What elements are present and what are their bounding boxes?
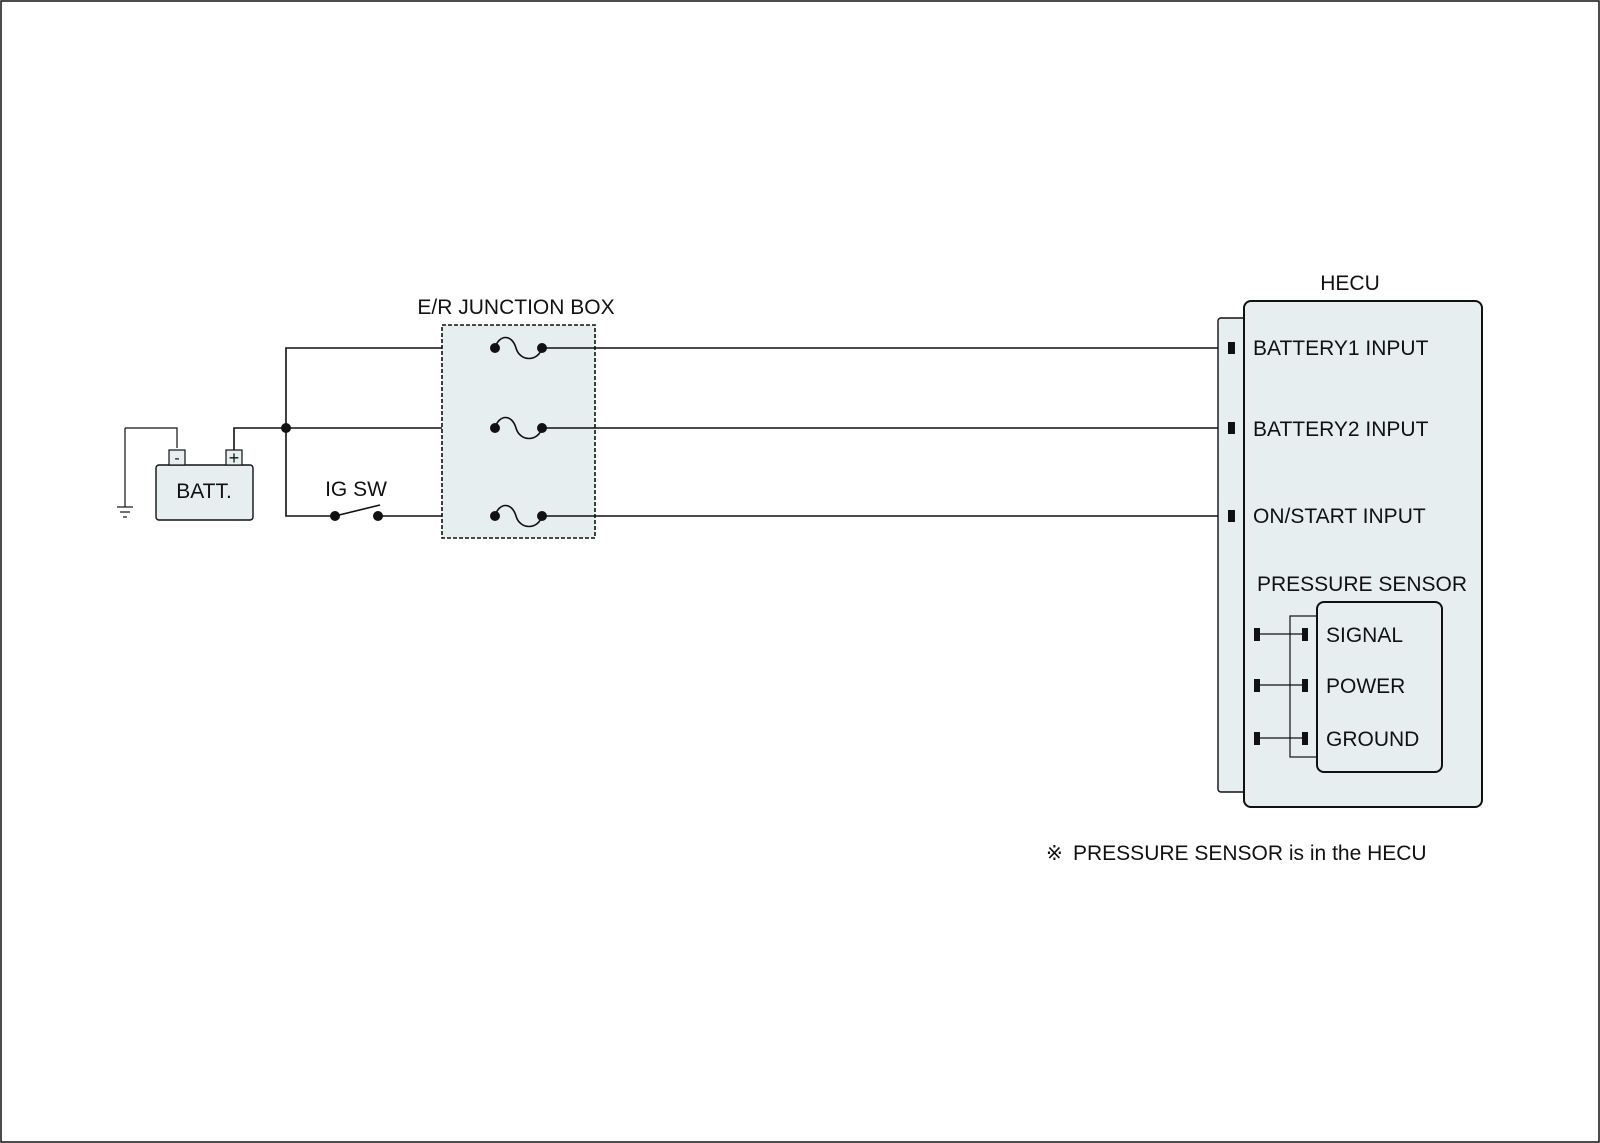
note-text: PRESSURE SENSOR is in the HECU [1073, 842, 1427, 865]
bus-wire-ignition [285, 428, 335, 517]
pressure-sensor-connector [1289, 615, 1318, 758]
pressure-sensor-pin-ground [1254, 732, 1308, 745]
ground-symbol-icon [117, 428, 133, 518]
battery-negative-terminal [168, 449, 186, 466]
pressure-sensor-label-ground: GROUND [1326, 728, 1419, 751]
junction-box-outline [441, 324, 596, 539]
battery-body [155, 464, 254, 521]
battery-negative-symbol: - [174, 450, 179, 467]
ground-wire [125, 427, 178, 448]
hecu-input-label-on-start: ON/START INPUT [1253, 505, 1426, 528]
hecu-title: HECU [1320, 272, 1380, 295]
hecu-pin-battery1 [1228, 342, 1235, 354]
hecu-input-label-battery2: BATTERY2 INPUT [1253, 418, 1429, 441]
battery-label: BATT. [176, 480, 232, 503]
hecu-pin-battery2 [1228, 422, 1235, 434]
fuse-1-icon [490, 336, 547, 360]
pressure-sensor-label-signal: SIGNAL [1326, 624, 1403, 647]
pressure-sensor-pin-power [1254, 679, 1308, 692]
junction-box-label: E/R JUNCTION BOX [417, 296, 614, 319]
pressure-sensor-label-power: POWER [1326, 675, 1405, 698]
note-symbol: ※ [1046, 843, 1063, 865]
fuse-3-icon [490, 504, 547, 528]
ignition-switch-blade [334, 504, 381, 517]
battery-positive-symbol: + [229, 448, 240, 468]
hecu-input-label-battery1: BATTERY1 INPUT [1253, 337, 1429, 360]
splice-node [281, 423, 291, 433]
hecu-pin-on-start [1228, 510, 1235, 522]
battery: - + BATT. [155, 448, 254, 521]
bus-wire-battery1 [285, 347, 495, 428]
pressure-sensor-pin-signal [1254, 628, 1308, 641]
pressure-sensor-title: PRESSURE SENSOR [1257, 573, 1467, 596]
ignition-switch-label: IG SW [325, 478, 387, 501]
battery-positive-wire [233, 427, 286, 450]
hecu: HECU BATTERY1 INPUT BATTERY2 INPUT ON/ST… [1217, 272, 1483, 808]
ignition-switch: IG SW [325, 478, 387, 521]
junction-box: E/R JUNCTION BOX [417, 296, 615, 539]
